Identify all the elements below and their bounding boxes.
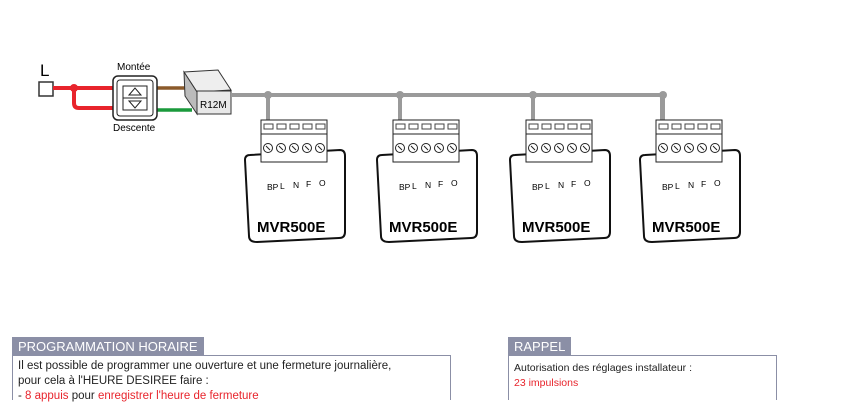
press-count: 8 appuis [25,390,69,402]
module-name: MVR500E [522,219,590,236]
module-name: MVR500E [257,219,325,236]
line-label: L [40,61,49,80]
terminal-label: O [714,178,721,188]
terminal-label: BP [662,182,674,192]
module-name: MVR500E [652,219,720,236]
programmation-panel: Il est possible de programmer une ouvert… [12,355,451,402]
bus-wire [231,93,664,120]
module-name: MVR500E [389,219,457,236]
terminal-label: BP [267,182,279,192]
programmation-line2: pour cela à l'HEURE DESIREE faire : [18,375,209,387]
rappel-title: RAPPEL [508,337,572,356]
phase-wire [53,86,113,110]
press-action: enregistrer l'heure de fermeture [97,390,259,402]
terminal-label: BP [399,182,411,192]
terminal-label: L [412,181,417,191]
phase-junction [70,84,78,92]
switch-bottom-label: Descente [113,123,156,134]
terminal-label: N [293,180,299,190]
terminal-label: O [584,178,591,188]
rappel-line2: 23 impulsions [514,377,579,389]
terminal-label: N [688,180,694,190]
terminal-label: L [280,181,285,191]
connector-text: pour [68,390,98,402]
terminal-label: N [425,180,431,190]
switch-top-label: Montée [117,62,151,73]
rappel-panel: Autorisation des réglages installateur :… [508,355,777,400]
terminal-label: BP [532,182,544,192]
terminal-label: O [451,178,458,188]
terminal-label: L [545,181,550,191]
bullet: - [18,390,26,402]
up-down-switch [112,75,158,121]
programmation-line1: Il est possible de programmer une ouvert… [18,360,392,372]
terminal-label: F [571,179,576,189]
programmation-line3: - 8 appuis pour enregistrer l'heure de f… [18,389,445,404]
r12m-relay: R12M [183,69,232,116]
terminal-label: F [306,179,311,189]
terminal-label: F [438,179,443,189]
arrow-down-icon [127,100,143,109]
terminal-label: N [558,180,564,190]
arrow-up-icon [127,87,143,96]
terminal-label: O [319,178,326,188]
terminal-label: F [701,179,706,189]
programmation-title: PROGRAMMATION HORAIRE [12,337,204,356]
rappel-line1: Autorisation des réglages installateur : [514,362,693,374]
line-terminal [38,81,54,97]
terminal-label: L [675,181,680,191]
relay-label: R12M [200,100,227,111]
